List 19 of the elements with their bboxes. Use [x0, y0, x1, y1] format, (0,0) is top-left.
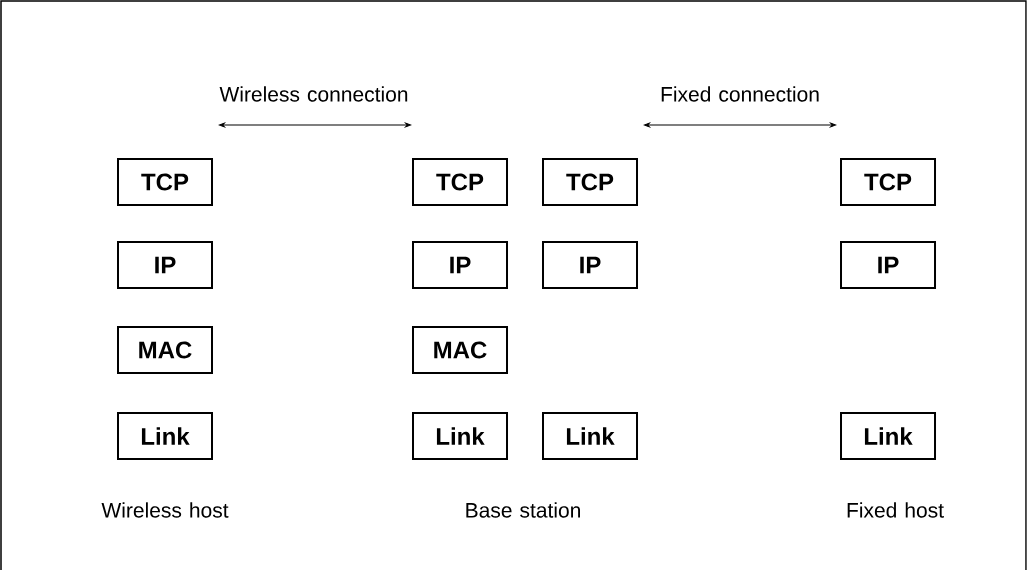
- layer-box: IP: [117, 241, 213, 289]
- layer-box: TCP: [117, 158, 213, 206]
- caption-text: Base station: [466, 502, 580, 518]
- caption-text: Wireless connection: [219, 86, 408, 102]
- layer-box: IP: [840, 241, 936, 289]
- layer-box: IP: [542, 241, 638, 289]
- caption-text: Fixed host: [847, 502, 944, 518]
- caption-text: Fixed connection: [661, 86, 819, 102]
- layer-box: IP: [412, 241, 508, 289]
- layer-box: Link: [840, 412, 936, 460]
- layer-box: MAC: [117, 326, 213, 374]
- layer-box: Link: [117, 412, 213, 460]
- layer-box: Link: [412, 412, 508, 460]
- layer-box: TCP: [840, 158, 936, 206]
- layer-box: MAC: [412, 326, 508, 374]
- layer-box: TCP: [412, 158, 508, 206]
- layer-box: Link: [542, 412, 638, 460]
- layer-box: TCP: [542, 158, 638, 206]
- caption-text: Wireless host: [101, 502, 229, 518]
